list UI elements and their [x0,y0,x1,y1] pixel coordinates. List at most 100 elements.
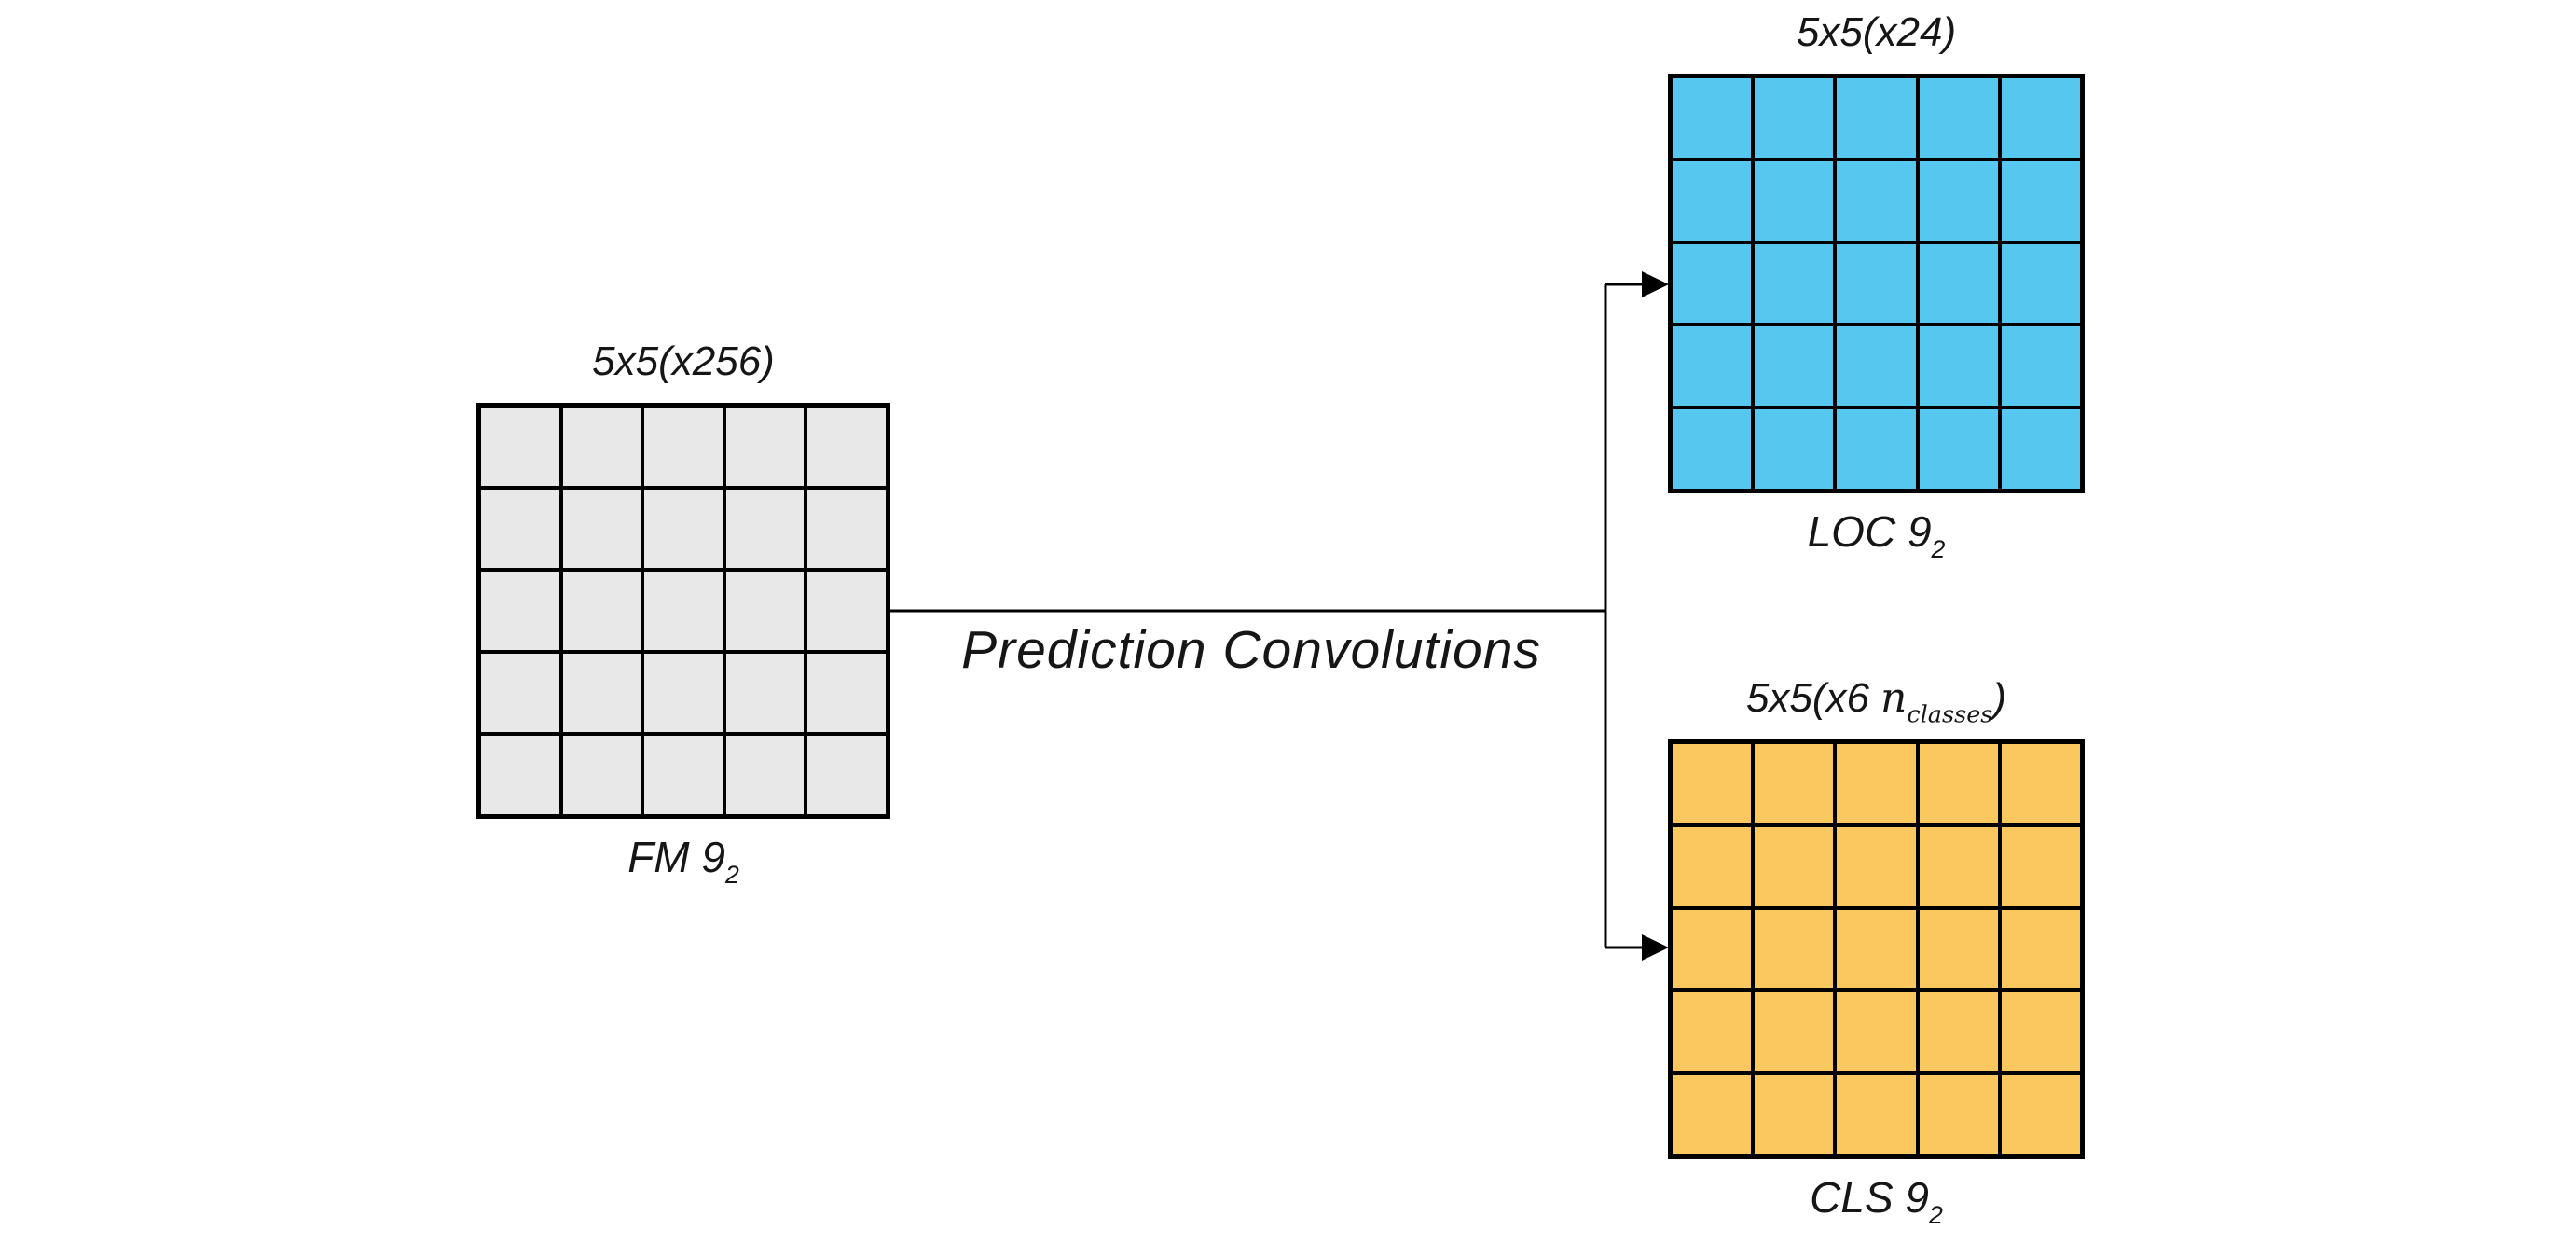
grid-cell [644,572,723,650]
grid-cell [1837,826,1916,906]
grid-cell [1673,326,1752,407]
grid-cell [1755,409,1834,489]
grid-cell [1673,1075,1752,1154]
grid-cell [1919,909,1998,989]
grid-cell [562,572,641,650]
grid-cell [1755,243,1834,324]
cls-name-subscript: 2 [1929,1201,1943,1229]
grid-cell [1919,243,1998,324]
grid-cell [1673,409,1752,489]
grid-cell [2001,1075,2080,1154]
grid-cell [644,408,723,486]
grid-cell [725,736,805,814]
grid-cell [1673,909,1752,989]
grid-cell [481,490,559,568]
grid-cell [562,490,641,568]
grid-cell [2001,409,2080,489]
grid-cell [1755,992,1834,1072]
node-feature-map: 5x5(x256) FM 92 [476,339,890,887]
grid-cell [1919,78,1998,158]
grid-cell [644,736,723,814]
grid-cell [562,408,641,486]
grid-cell [1837,243,1916,324]
node-localization: 5x5(x24) LOC 92 [1668,9,2085,561]
grid-cell [2001,909,2080,989]
grid-cell [1837,909,1916,989]
grid-cell [1837,78,1916,158]
grid-cell [644,654,723,732]
grid-cell [562,736,641,814]
grid-cell [481,654,559,732]
grid-cell [644,490,723,568]
grid-cell [2001,826,2080,906]
grid-cell [562,654,641,732]
grid-cell [1919,992,1998,1072]
fm-name-text: FM 9 [627,833,725,881]
loc-kernel-label: 5x5(x24) [1796,8,1957,55]
grid-cell [807,654,886,732]
fm-kernel-label: 5x5(x256) [592,338,775,384]
arrowhead-loc-icon [1642,271,1669,297]
loc-name-subscript: 2 [1931,535,1946,563]
grid-cell [1837,409,1916,489]
grid-cell [1673,744,1752,823]
grid-cell [1673,992,1752,1072]
cls-kernel-var-n: n [1880,673,1908,722]
grid-cell [1755,78,1834,158]
grid-cell [725,572,805,650]
grid-cell [807,736,886,814]
loc-grid [1668,74,2085,493]
grid-cell [1837,1075,1916,1154]
grid-cell [481,408,559,486]
grid-cell [1755,744,1834,823]
grid-cell [1755,1075,1834,1154]
prediction-convolutions-label: Prediction Convolutions [961,620,1541,680]
grid-cell [1919,326,1998,407]
loc-name-label: LOC 92 [1612,507,2141,562]
fm-name-label: FM 92 [420,833,946,888]
grid-cell [481,736,559,814]
grid-cell [1673,160,1752,241]
cls-grid [1668,739,2085,1159]
fm-grid [476,403,890,819]
loc-name-text: LOC 9 [1807,507,1932,556]
cls-name-text: CLS 9 [1810,1173,1929,1222]
grid-cell [1919,744,1998,823]
grid-cell [2001,326,2080,407]
grid-cell [2001,243,2080,324]
grid-cell [725,490,805,568]
grid-cell [1837,326,1916,407]
grid-cell [1919,160,1998,241]
grid-cell [1673,78,1752,158]
cls-kernel-prefix: 5x5(x6 [1745,674,1870,721]
grid-cell [481,572,559,650]
grid-cell [2001,744,2080,823]
grid-cell [1755,160,1834,241]
grid-cell [1837,160,1916,241]
grid-cell [1755,909,1834,989]
cls-kernel-variable: nclasses [1880,673,1992,726]
cls-kernel-suffix: ) [1992,674,2007,721]
grid-cell [1919,1075,1998,1154]
grid-cell [1673,243,1752,324]
grid-cell [2001,78,2080,158]
grid-cell [725,654,805,732]
grid-cell [1673,826,1752,906]
grid-cell [807,572,886,650]
grid-cell [1919,826,1998,906]
grid-cell [1755,826,1834,906]
cls-kernel-var-subscript: classes [1907,700,1993,729]
fm-name-subscript: 2 [724,861,739,889]
grid-cell [1919,409,1998,489]
grid-cell [807,490,886,568]
arrowhead-cls-icon [1642,934,1669,961]
grid-cell [2001,992,2080,1072]
grid-cell [1837,744,1916,823]
grid-cell [1837,992,1916,1072]
grid-cell [807,408,886,486]
cls-name-label: CLS 92 [1612,1173,2141,1228]
grid-cell [725,408,805,486]
